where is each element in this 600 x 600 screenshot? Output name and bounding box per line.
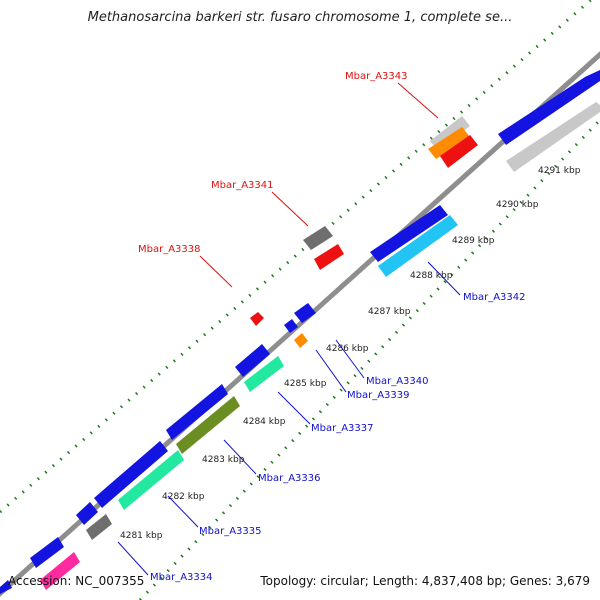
gene-arrow[interactable] [118,450,184,510]
reverse-strand-genes [0,102,600,594]
outer-tick-track [0,0,594,514]
gene-arrow[interactable] [250,312,264,326]
gene-arrow[interactable] [86,514,112,540]
gene-arrow[interactable] [0,580,12,594]
accession-text: Accession: NC_007355 [8,574,145,588]
scale-label: 4289 kbp [452,236,495,246]
gene-arrow[interactable] [40,552,80,590]
gene-arrow[interactable] [176,396,240,454]
gene-label-mbar-a3338[interactable]: Mbar_A3338 [138,244,201,255]
gene-arrow[interactable] [284,319,298,333]
gene-arrow[interactable] [498,70,600,145]
gene-label-mbar-a3341[interactable]: Mbar_A3341 [211,180,274,191]
gene-label-mbar-a3339[interactable]: Mbar_A3339 [347,390,410,401]
gene-arrow[interactable] [94,441,168,508]
gene-arrow[interactable] [303,226,333,250]
scale-label: 4281 kbp [120,531,163,541]
gene-arrow[interactable] [166,384,228,440]
gene-arrow[interactable] [506,102,600,172]
gene-arrow[interactable] [294,303,316,323]
gene-arrow[interactable] [244,356,284,392]
scale-label: 4287 kbp [368,307,411,317]
gene-label-mbar-a3337[interactable]: Mbar_A3337 [311,423,374,434]
forward-strand-genes [30,70,600,568]
scale-label: 4285 kbp [284,379,327,389]
inner-tick-track [138,118,600,600]
gene-arrow[interactable] [378,215,458,277]
map-title: Methanosarcina barkeri str. fusaro chrom… [87,10,513,25]
scale-label: 4286 kbp [326,344,369,354]
gene-arrow[interactable] [30,537,64,568]
scale-label: 4282 kbp [162,492,205,502]
gene-arrow[interactable] [314,244,344,270]
gene-label-mbar-a3343[interactable]: Mbar_A3343 [345,71,408,82]
label-leaders [117,82,461,576]
gene-labels: Mbar_A3343 Mbar_A3341 Mbar_A3338 Mbar_A3… [138,71,526,583]
gene-label-mbar-a3336[interactable]: Mbar_A3336 [258,473,321,484]
gene-arrow[interactable] [428,127,470,159]
gene-arrow[interactable] [370,205,448,262]
gene-label-mbar-a3334[interactable]: Mbar_A3334 [150,572,213,583]
gene-arrow[interactable] [235,344,270,377]
scale-label: 4284 kbp [243,417,286,427]
scale-labels: 4281 kbp 4282 kbp 4283 kbp 4284 kbp 4285… [120,166,581,541]
gene-arrow[interactable] [440,135,478,168]
gene-arrow[interactable] [76,502,98,525]
scale-label: 4290 kbp [496,200,539,210]
gene-label-mbar-a3342[interactable]: Mbar_A3342 [463,292,526,303]
gene-label-mbar-a3340[interactable]: Mbar_A3340 [366,376,429,387]
scale-label: 4283 kbp [202,455,245,465]
scale-label: 4288 kbp [410,271,453,281]
scale-label: 4291 kbp [538,166,581,176]
gene-label-mbar-a3335[interactable]: Mbar_A3335 [199,526,262,537]
topology-text: Topology: circular; Length: 4,837,408 bp… [260,574,590,588]
gene-arrow[interactable] [294,333,308,348]
